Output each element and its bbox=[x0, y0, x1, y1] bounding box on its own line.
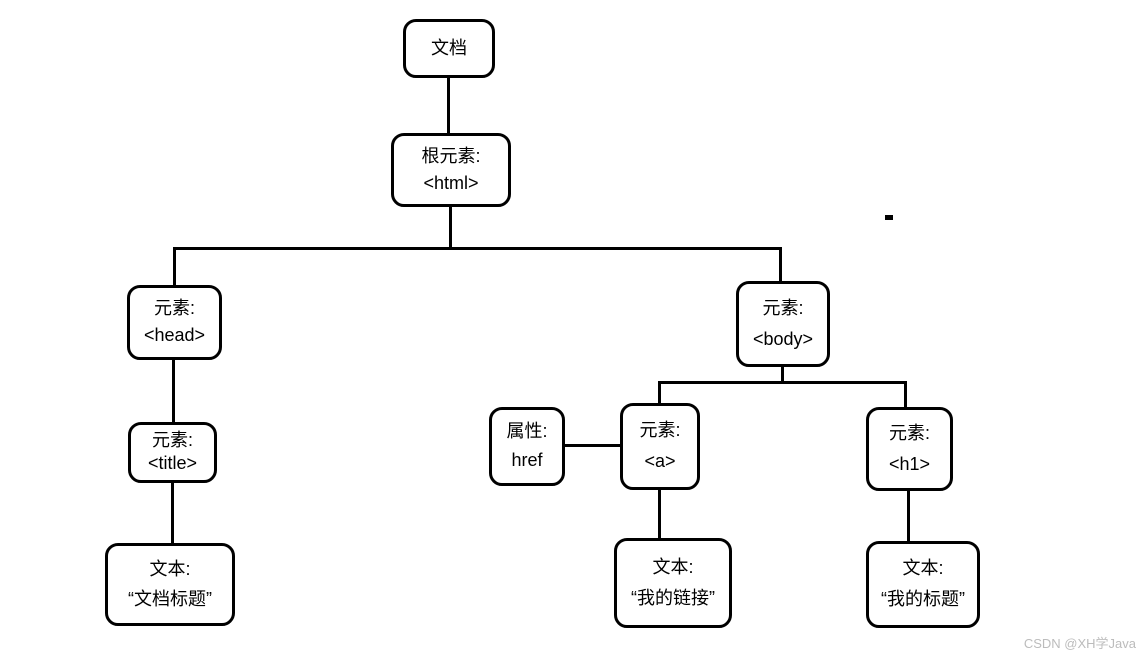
connector-a-text bbox=[658, 488, 661, 541]
node-root-element-html: 根元素: <html> bbox=[391, 133, 511, 207]
node-text-my-link: 文本: “我的链接” bbox=[614, 538, 732, 628]
node-title-type-label: 元素: bbox=[151, 430, 193, 451]
node-h1-type-label: 元素: bbox=[888, 422, 930, 443]
node-title-text-type-label: 文本: bbox=[149, 558, 191, 579]
connector-href-a bbox=[562, 444, 622, 447]
node-element-body: 元素: <body> bbox=[736, 281, 830, 367]
node-html-value-label: <html> bbox=[423, 172, 479, 193]
node-body-type-label: 元素: bbox=[762, 297, 804, 318]
node-text-document-title: 文本: “文档标题” bbox=[105, 543, 235, 626]
node-element-a: 元素: <a> bbox=[620, 403, 700, 490]
node-title-value-label: <title> bbox=[147, 453, 198, 473]
node-h1-text-value-label: “我的标题” bbox=[881, 589, 965, 609]
node-text-my-heading: 文本: “我的标题” bbox=[866, 541, 980, 628]
node-element-title: 元素: <title> bbox=[128, 422, 217, 483]
connector-branch2-a bbox=[658, 381, 661, 406]
connector-h1-text bbox=[907, 489, 910, 544]
connector-branch2-h1 bbox=[904, 381, 907, 410]
connector-head-title bbox=[172, 358, 175, 425]
node-body-value-label: <body> bbox=[752, 328, 814, 349]
node-a-text-value-label: “我的链接” bbox=[631, 587, 715, 608]
node-html-type-label: 根元素: bbox=[421, 145, 481, 166]
connector-branch2-horizontal bbox=[658, 381, 907, 384]
connector-html-branch bbox=[449, 205, 452, 250]
node-a-value-label: <a> bbox=[644, 451, 676, 471]
node-document: 文档 bbox=[403, 19, 495, 78]
node-attribute-href: 属性: href bbox=[489, 407, 565, 486]
node-h1-value-label: <h1> bbox=[888, 453, 931, 474]
connector-branch-body bbox=[779, 247, 782, 284]
node-href-value-label: href bbox=[511, 450, 543, 470]
node-head-type-label: 元素: bbox=[153, 298, 195, 319]
connector-title-text bbox=[171, 480, 174, 546]
connector-body-branch2 bbox=[781, 364, 784, 384]
node-a-text-type-label: 文本: bbox=[652, 556, 694, 577]
node-a-type-label: 元素: bbox=[639, 420, 681, 441]
node-head-value-label: <head> bbox=[143, 325, 206, 345]
connector-branch-head bbox=[173, 247, 176, 288]
node-document-label: 文档 bbox=[431, 37, 467, 58]
node-title-text-value-label: “文档标题” bbox=[128, 588, 212, 609]
node-h1-text-type-label: 文本: bbox=[902, 558, 944, 579]
node-element-h1: 元素: <h1> bbox=[866, 407, 953, 491]
stray-dot bbox=[885, 215, 893, 220]
node-href-type-label: 属性: bbox=[506, 421, 548, 442]
connector-branch-horizontal bbox=[173, 247, 782, 250]
node-element-head: 元素: <head> bbox=[127, 285, 222, 360]
connector-document-html bbox=[447, 76, 450, 135]
csdn-watermark: CSDN @XH学Java bbox=[1023, 636, 1136, 651]
